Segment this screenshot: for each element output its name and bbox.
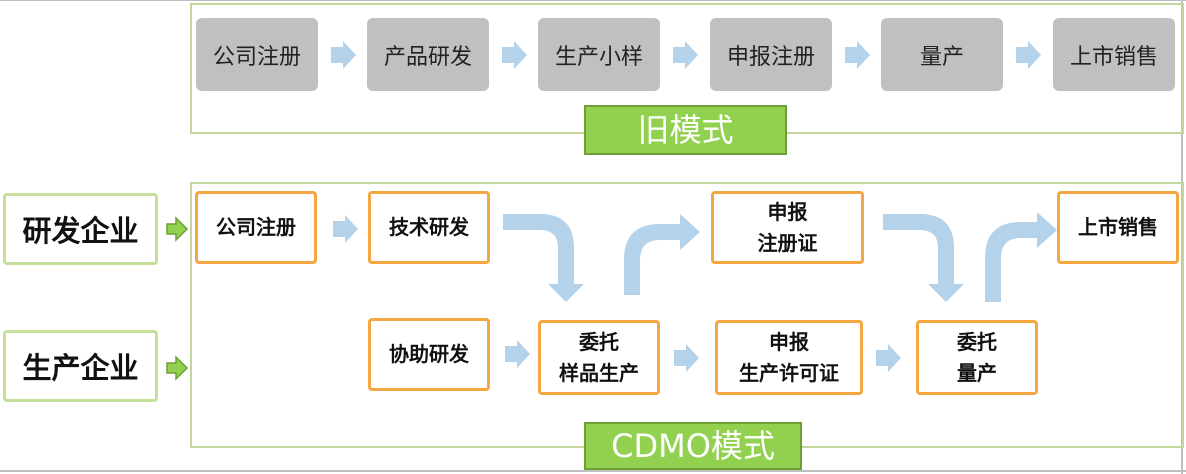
old-arrow-5: [1016, 41, 1041, 69]
cdmo-market: 上市销售: [1057, 191, 1179, 264]
cdmo-sample-line2: 样品生产: [559, 360, 639, 385]
old-arrow-4: [845, 41, 870, 69]
cdmo-cert-application: 申报 注册证: [711, 191, 864, 264]
cdmo-market-text: 上市销售: [1078, 215, 1158, 239]
old-model-tag: 旧模式: [584, 105, 787, 155]
cdmo-mass-line2: 量产: [957, 360, 997, 385]
old-arrow-1: [331, 41, 356, 69]
old-step-registration: 申报注册: [710, 18, 832, 91]
cdmo-curve-cert-to-mass: [883, 214, 964, 302]
cdmo-curve-sample-to-cert: [624, 214, 700, 295]
old-arrow-3: [673, 41, 698, 69]
cdmo-arrow-sample-to-license: [674, 344, 699, 372]
cdmo-license-line2: 生产许可证: [739, 360, 839, 385]
cdmo-cert-line2: 注册证: [757, 230, 818, 255]
cdmo-tech-rd-text: 技术研发: [389, 215, 469, 239]
cdmo-company-register-text: 公司注册: [216, 215, 296, 239]
cdmo-mass-production: 委托 量产: [916, 320, 1038, 395]
old-step-market: 上市销售: [1053, 18, 1175, 91]
mfg-company-label: 生产企业: [3, 330, 158, 402]
cdmo-mass-line1: 委托: [957, 329, 997, 354]
cdmo-curve-rd-to-sample: [503, 214, 584, 302]
cdmo-curve-mass-to-market: [985, 212, 1057, 302]
cdmo-assist-rd: 协助研发: [368, 318, 490, 391]
cdmo-sample-production: 委托 样品生产: [538, 320, 660, 395]
cdmo-sample-line1: 委托: [579, 329, 619, 354]
top-border-line: [0, 0, 1186, 1]
cdmo-model-frame: [190, 182, 1184, 448]
cdmo-license-line1: 申报: [769, 329, 809, 354]
old-step-small-sample: 生产小样: [538, 18, 660, 91]
rd-company-label: 研发企业: [3, 193, 158, 265]
cdmo-company-register: 公司注册: [195, 191, 317, 264]
bottom-border-line: [0, 470, 1186, 472]
cdmo-arrow-assist-to-sample: [505, 340, 530, 368]
cdmo-license-application: 申报 生产许可证: [715, 320, 863, 395]
cdmo-tech-rd: 技术研发: [368, 191, 490, 264]
old-step-product-rd: 产品研发: [367, 18, 489, 91]
cdmo-model-tag: CDMO模式: [584, 422, 802, 470]
old-step-mass-production: 量产: [881, 18, 1003, 91]
rd-company-arrow: [166, 216, 189, 242]
old-step-company-register: 公司注册: [196, 18, 318, 91]
old-arrow-2: [502, 41, 527, 69]
cdmo-arrow-license-to-mass: [876, 344, 901, 372]
cdmo-assist-rd-text: 协助研发: [389, 342, 469, 366]
cdmo-arrow-register-to-rd: [333, 215, 358, 243]
mfg-company-arrow: [166, 355, 189, 381]
cdmo-cert-line1: 申报: [767, 199, 808, 224]
